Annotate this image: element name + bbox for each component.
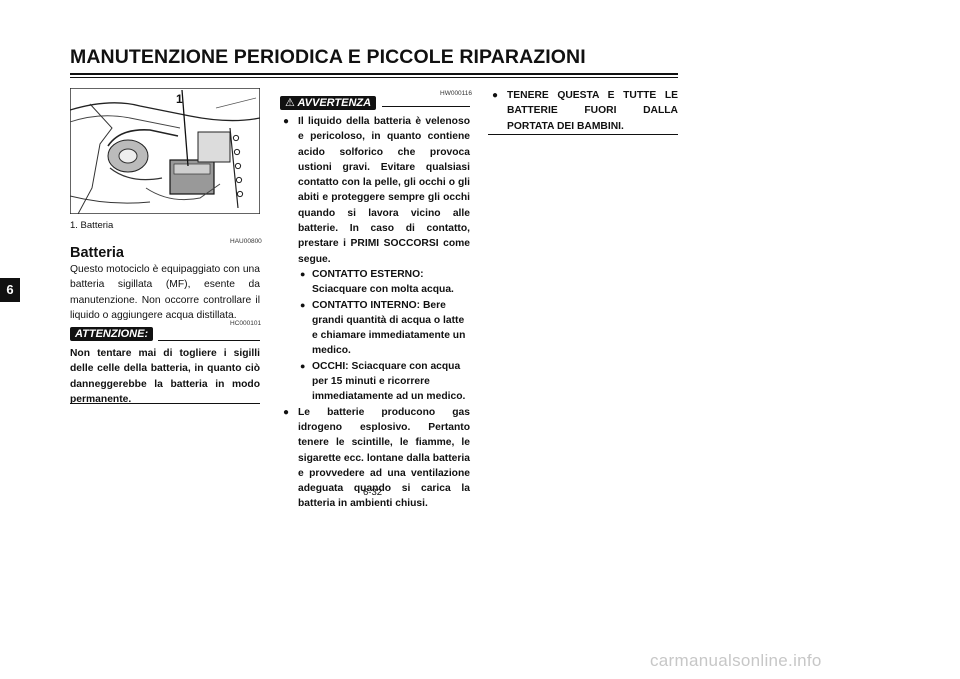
chapter-tab: 6 [0,278,20,302]
bullet-icon: ● [300,360,306,371]
warning-triangle-icon: ⚠ [285,97,295,109]
caution-code: HC000101 [230,320,262,327]
first-aid-item-text: CONTATTO INTERNO: Bere grandi quantità d… [312,299,466,357]
battery-photo [69,87,261,215]
bullet-icon: ● [283,406,290,418]
warning-item-1-text: Il liquido della batteria è velenoso e p… [298,116,470,265]
bullet-icon: ● [492,90,499,101]
warning-badge: ⚠ AVVERTENZA [280,96,377,110]
warning-item-1: ● Il liquido della batteria è velenoso e… [283,114,470,405]
caution-end-rule [70,403,260,404]
section-heading: Batteria [70,245,124,261]
section-body: Questo motociclo è equipaggiato con una … [70,262,260,323]
warning-code: HW000116 [440,90,473,97]
bullet-icon: ● [300,268,306,279]
caution-rule [158,340,260,341]
first-aid-item: ● OCCHI: Sciacquare con acqua per 15 minu… [298,359,470,405]
page-number: 6-32 [363,487,383,498]
warning-item-2: ● Le batterie producono gas idrogeno esp… [283,405,470,512]
section-body-text: Questo motociclo è equipaggiato con una … [70,264,260,321]
title-rule [70,73,678,75]
figure-caption: 1. Batteria [70,220,114,231]
warning-body: ● Il liquido della batteria è velenoso e… [283,114,470,512]
warning-list-continued: ● TENERE QUESTA E TUTTE LE BATTERIE FUOR… [492,88,678,134]
warning-continued: ● TENERE QUESTA E TUTTE LE BATTERIE FUOR… [492,88,678,134]
page-title: MANUTENZIONE PERIODICA E PICCOLE RIPARAZ… [70,46,586,68]
bullet-icon: ● [300,299,306,310]
watermark: carmanualsonline.info [650,651,822,670]
figure-callout: 1 [176,92,183,106]
warning-list: ● Il liquido della batteria è velenoso e… [283,114,470,512]
warning-label: AVVERTENZA [297,97,372,109]
first-aid-list: ● CONTATTO ESTERNO: Sciacquare con molta … [298,267,470,405]
first-aid-item: ● CONTATTO ESTERNO: Sciacquare con molta … [298,267,470,298]
first-aid-item-text: OCCHI: Sciacquare con acqua per 15 minut… [312,360,466,403]
bullet-icon: ● [283,116,290,127]
title-rule-thin [70,77,678,78]
battery-photo-illustration [69,87,261,215]
first-aid-item-text: CONTATTO ESTERNO: Sciacquare con molta a… [312,268,454,296]
warning-end-rule [488,134,678,135]
warning-item-2-text: Le batterie producono gas idrogeno esplo… [298,406,470,510]
first-aid-item: ● CONTATTO INTERNO: Bere grandi quantità … [298,298,470,359]
warning-rule [382,106,470,107]
warning-item-3: ● TENERE QUESTA E TUTTE LE BATTERIE FUOR… [492,88,678,134]
caution-text: Non tentare mai di togliere i sigilli de… [70,348,260,405]
section-code: HAU00800 [230,238,262,245]
caution-badge: ATTENZIONE: [70,327,154,341]
warning-item-3-text: TENERE QUESTA E TUTTE LE BATTERIE FUORI … [507,90,678,132]
caution-body: Non tentare mai di togliere i sigilli de… [70,346,260,407]
